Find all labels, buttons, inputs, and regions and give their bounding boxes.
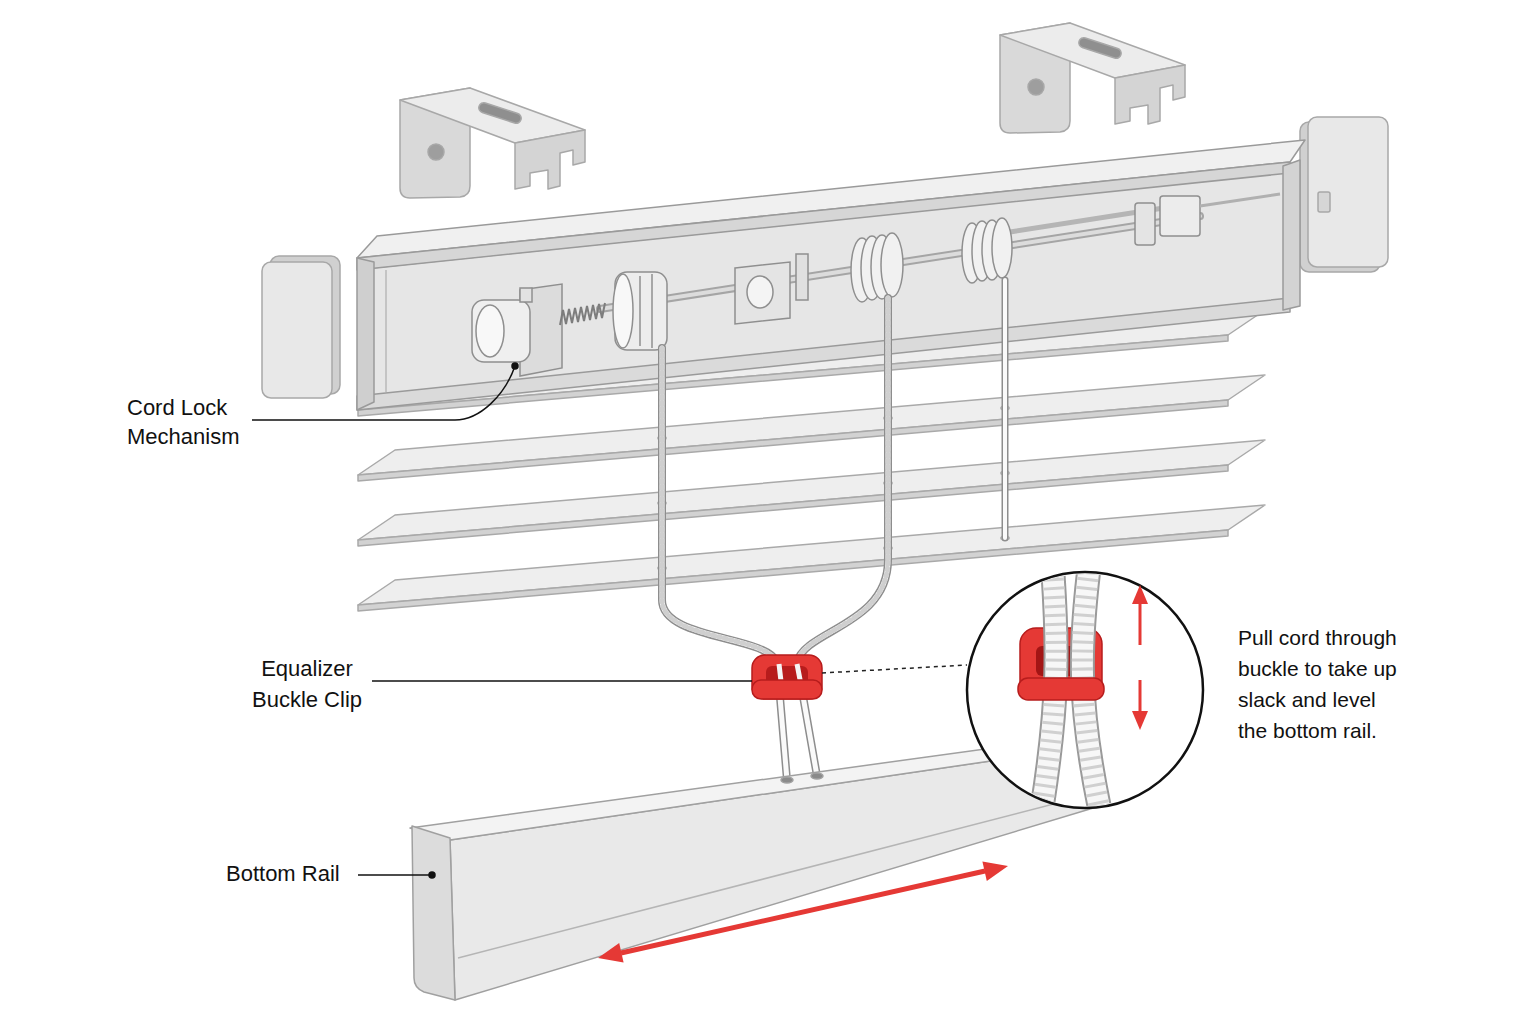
adjust-arrow	[1132, 585, 1148, 730]
mounting-bracket	[478, 101, 523, 124]
cord-spool	[613, 274, 633, 348]
lift-cord	[797, 298, 888, 662]
instruction-note: Pull cord through buckle to take up slac…	[1238, 622, 1404, 746]
tilt-gear	[1135, 194, 1280, 245]
leader-line	[512, 363, 518, 369]
end-cap	[1308, 117, 1388, 267]
lift-cord	[662, 348, 777, 662]
headrail	[357, 162, 1290, 270]
headrail	[1283, 160, 1300, 310]
end-cap	[1300, 117, 1388, 272]
movement-arrow	[621, 871, 985, 953]
headrail	[357, 258, 374, 410]
mounting-bracket	[1028, 79, 1044, 95]
leader-line	[252, 363, 752, 878]
lift-cord	[662, 280, 1005, 780]
detail-pointer	[822, 665, 967, 673]
buckle-clip	[752, 655, 822, 699]
leader-line	[429, 872, 435, 878]
cord-spool	[613, 272, 667, 350]
detail-magnifier	[1018, 678, 1104, 700]
headrail	[357, 140, 1305, 410]
bottom-rail	[811, 773, 823, 779]
detail-pointer	[822, 665, 967, 673]
lift-cord	[1003, 280, 1007, 538]
headrail	[357, 298, 1290, 410]
mounting-bracket	[400, 88, 585, 198]
tilt-gear	[1160, 196, 1200, 236]
tilt-gear	[1200, 194, 1280, 206]
detail-magnifier	[967, 560, 1203, 820]
movement-arrow	[982, 861, 1008, 881]
bottom-rail	[412, 826, 455, 1000]
movement-arrow	[598, 861, 1008, 962]
headrail	[357, 140, 1305, 258]
lift-cord	[662, 348, 777, 662]
lift-cord	[1002, 280, 1009, 538]
cord-lock-part	[472, 300, 530, 362]
buckle-clip	[752, 655, 822, 699]
detail-magnifier	[1018, 560, 1104, 820]
rod-bracket	[796, 254, 808, 300]
part-label: Cord Lock Mechanism	[127, 393, 257, 451]
adjust-arrow	[1132, 711, 1148, 730]
movement-arrow	[598, 943, 624, 963]
end-cap	[262, 262, 332, 398]
tilt-rod	[600, 216, 1200, 309]
bottom-rail	[781, 777, 793, 783]
bottom-rail	[458, 792, 1100, 958]
spring	[560, 303, 605, 325]
leader-line	[252, 366, 515, 420]
rod-bracket	[735, 262, 790, 324]
cord-lock-part	[520, 288, 532, 302]
leader-line	[372, 680, 752, 682]
lift-cord	[662, 348, 777, 662]
mounting-bracket	[1078, 36, 1123, 59]
cord-spool	[639, 276, 641, 346]
pulley	[881, 233, 903, 297]
adjust-arrow	[1132, 585, 1148, 604]
cord-spool	[651, 274, 653, 348]
bottom-rail	[410, 738, 1100, 1000]
cord-hole	[657, 405, 1010, 571]
part-label: Equalizer Buckle Clip	[242, 653, 372, 715]
mounting-bracket	[428, 144, 444, 160]
tilt-rod	[600, 216, 1200, 309]
tilt-rod	[600, 207, 1200, 309]
end-cap	[1318, 192, 1330, 212]
mounting-bracket	[1115, 65, 1185, 124]
cord-lock-part	[472, 284, 562, 376]
pulley	[992, 218, 1012, 278]
leader-line	[358, 874, 432, 876]
adjust-arrow	[1139, 602, 1142, 645]
adjust-arrow	[1139, 680, 1142, 712]
pulley	[851, 218, 1012, 302]
lift-cord	[797, 298, 888, 662]
tilt-gear	[1135, 203, 1155, 245]
lift-cord	[797, 298, 888, 662]
rod-bracket	[747, 276, 773, 308]
spring	[560, 303, 605, 325]
buckle-clip	[752, 680, 822, 699]
mounting-bracket	[1000, 23, 1185, 133]
headrail	[385, 270, 387, 392]
rod-bracket	[735, 254, 808, 324]
end-cap	[262, 256, 340, 398]
mounting-bracket	[515, 130, 585, 189]
cord-lock-part	[476, 305, 504, 357]
part-label: Bottom Rail	[226, 859, 366, 888]
